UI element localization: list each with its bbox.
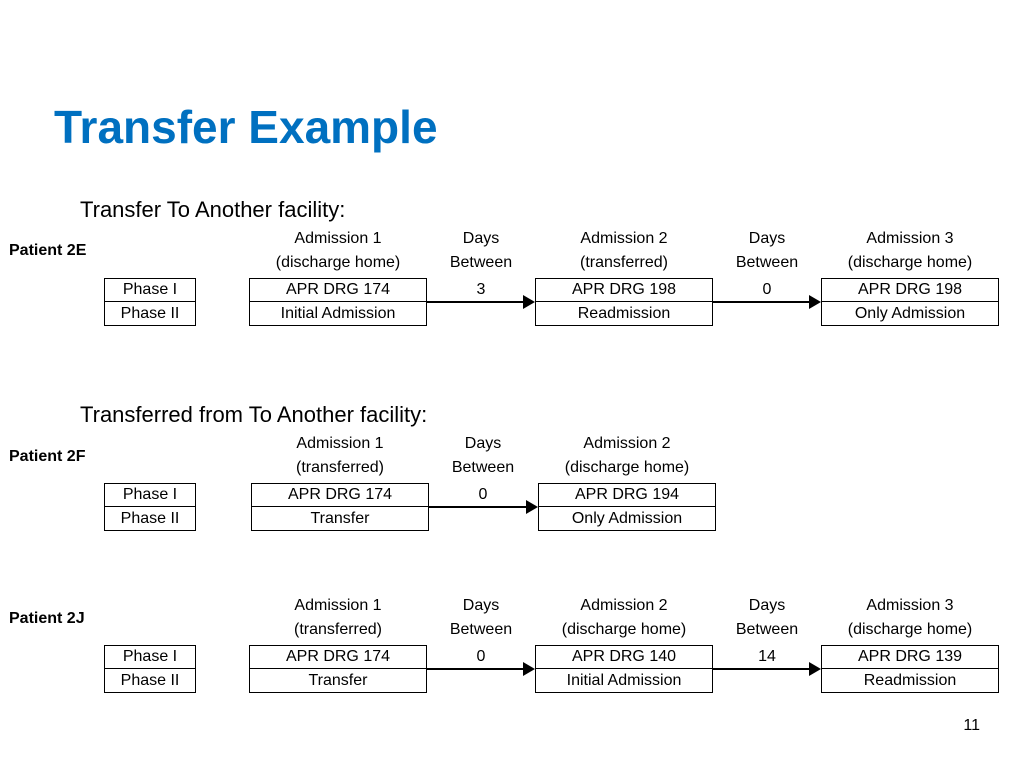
admission-1-header: Admission 1 (discharge home): [249, 227, 427, 275]
phase-box: Phase I Phase II: [104, 645, 196, 693]
days-between-header: Days Between: [427, 594, 535, 642]
days-header-line2: Between: [451, 459, 515, 476]
phase-box: Phase I Phase II: [104, 278, 196, 326]
admission-type-cell: Initial Admission: [566, 671, 682, 689]
days-header-line1: Days: [748, 230, 786, 247]
arrow-right-icon: [429, 500, 538, 514]
arrow-right-icon: [713, 662, 821, 676]
admission-header-line2: (discharge home): [275, 254, 401, 271]
admission-type-cell: Readmission: [863, 671, 957, 689]
days-between-header: Days Between: [713, 227, 821, 275]
admission-3-header: Admission 3 (discharge home): [821, 227, 999, 275]
drg-cell: APR DRG 174: [250, 279, 426, 302]
admission-type-cell: Readmission: [577, 304, 671, 322]
admission-header-line2: (transferred): [293, 621, 383, 638]
phase-ii-cell: Phase II: [120, 509, 180, 527]
admission-header-line2: (discharge home): [564, 459, 690, 476]
admission-1-header: Admission 1 (transferred): [249, 594, 427, 642]
admission-header-line2: (transferred): [295, 459, 385, 476]
arrow-right-icon: [427, 295, 535, 309]
days-header-line2: Between: [735, 254, 799, 271]
phase-ii-cell: Phase II: [120, 671, 180, 689]
phase-ii-cell: Phase II: [120, 304, 180, 322]
days-between-header: Days Between: [427, 227, 535, 275]
phase-i-cell: Phase I: [105, 484, 195, 507]
admission-header-line1: Admission 3: [866, 597, 954, 614]
days-header-line2: Between: [449, 254, 513, 271]
arrow-right-icon: [427, 662, 535, 676]
patient-label: Patient 2F: [9, 448, 86, 465]
admission-header-line1: Admission 1: [294, 597, 382, 614]
admission-2-header: Admission 2 (transferred): [535, 227, 713, 275]
admission-3-box: APR DRG 139 Readmission: [821, 645, 999, 693]
admission-type-cell: Transfer: [310, 509, 370, 527]
admission-header-line1: Admission 3: [866, 230, 954, 247]
drg-cell: APR DRG 174: [252, 484, 428, 507]
days-header-line1: Days: [462, 230, 500, 247]
phase-box: Phase I Phase II: [104, 483, 196, 531]
admission-2-box: APR DRG 140 Initial Admission: [535, 645, 713, 693]
drg-cell: APR DRG 198: [822, 279, 998, 302]
admission-header-line2: (discharge home): [847, 254, 973, 271]
days-header-line2: Between: [449, 621, 513, 638]
drg-cell: APR DRG 174: [250, 646, 426, 669]
section-subtitle: Transferred from To Another facility:: [80, 402, 428, 427]
section-subtitle: Transfer To Another facility:: [80, 197, 346, 222]
admission-header-line2: (discharge home): [847, 621, 973, 638]
admission-type-cell: Initial Admission: [280, 304, 396, 322]
drg-cell: APR DRG 194: [539, 484, 715, 507]
page-number: 11: [963, 717, 980, 734]
days-between-value: 14: [758, 648, 776, 665]
admission-2-header: Admission 2 (discharge home): [538, 432, 716, 480]
days-header-line2: Between: [735, 621, 799, 638]
drg-cell: APR DRG 140: [536, 646, 712, 669]
days-between-header: Days Between: [429, 432, 537, 480]
admission-2-box: APR DRG 198 Readmission: [535, 278, 713, 326]
patient-label: Patient 2E: [9, 242, 87, 259]
admission-3-header: Admission 3 (discharge home): [821, 594, 999, 642]
days-between-value: 0: [478, 486, 488, 503]
days-header-line1: Days: [462, 597, 500, 614]
days-between-value: 3: [476, 281, 486, 298]
admission-header-line2: (transferred): [579, 254, 669, 271]
days-between-value: 0: [476, 648, 486, 665]
drg-cell: APR DRG 139: [822, 646, 998, 669]
admission-header-line1: Admission 1: [294, 230, 382, 247]
admission-1-header: Admission 1 (transferred): [251, 432, 429, 480]
admission-header-line1: Admission 2: [583, 435, 671, 452]
admission-header-line1: Admission 2: [580, 597, 668, 614]
days-header-line1: Days: [464, 435, 502, 452]
admission-2-box: APR DRG 194 Only Admission: [538, 483, 716, 531]
admission-type-cell: Only Admission: [854, 304, 966, 322]
patient-label: Patient 2J: [9, 610, 85, 627]
drg-cell: APR DRG 198: [536, 279, 712, 302]
slide-title: Transfer Example: [54, 101, 438, 153]
admission-header-line2: (discharge home): [561, 621, 687, 638]
admission-2-header: Admission 2 (discharge home): [535, 594, 713, 642]
phase-i-cell: Phase I: [105, 646, 195, 669]
arrow-right-icon: [713, 295, 821, 309]
days-between-header: Days Between: [713, 594, 821, 642]
admission-3-box: APR DRG 198 Only Admission: [821, 278, 999, 326]
admission-1-box: APR DRG 174 Transfer: [249, 645, 427, 693]
admission-1-box: APR DRG 174 Transfer: [251, 483, 429, 531]
admission-1-box: APR DRG 174 Initial Admission: [249, 278, 427, 326]
phase-i-cell: Phase I: [105, 279, 195, 302]
admission-header-line1: Admission 1: [296, 435, 384, 452]
admission-type-cell: Only Admission: [571, 509, 683, 527]
admission-type-cell: Transfer: [308, 671, 368, 689]
days-header-line1: Days: [748, 597, 786, 614]
days-between-value: 0: [762, 281, 772, 298]
admission-header-line1: Admission 2: [580, 230, 668, 247]
